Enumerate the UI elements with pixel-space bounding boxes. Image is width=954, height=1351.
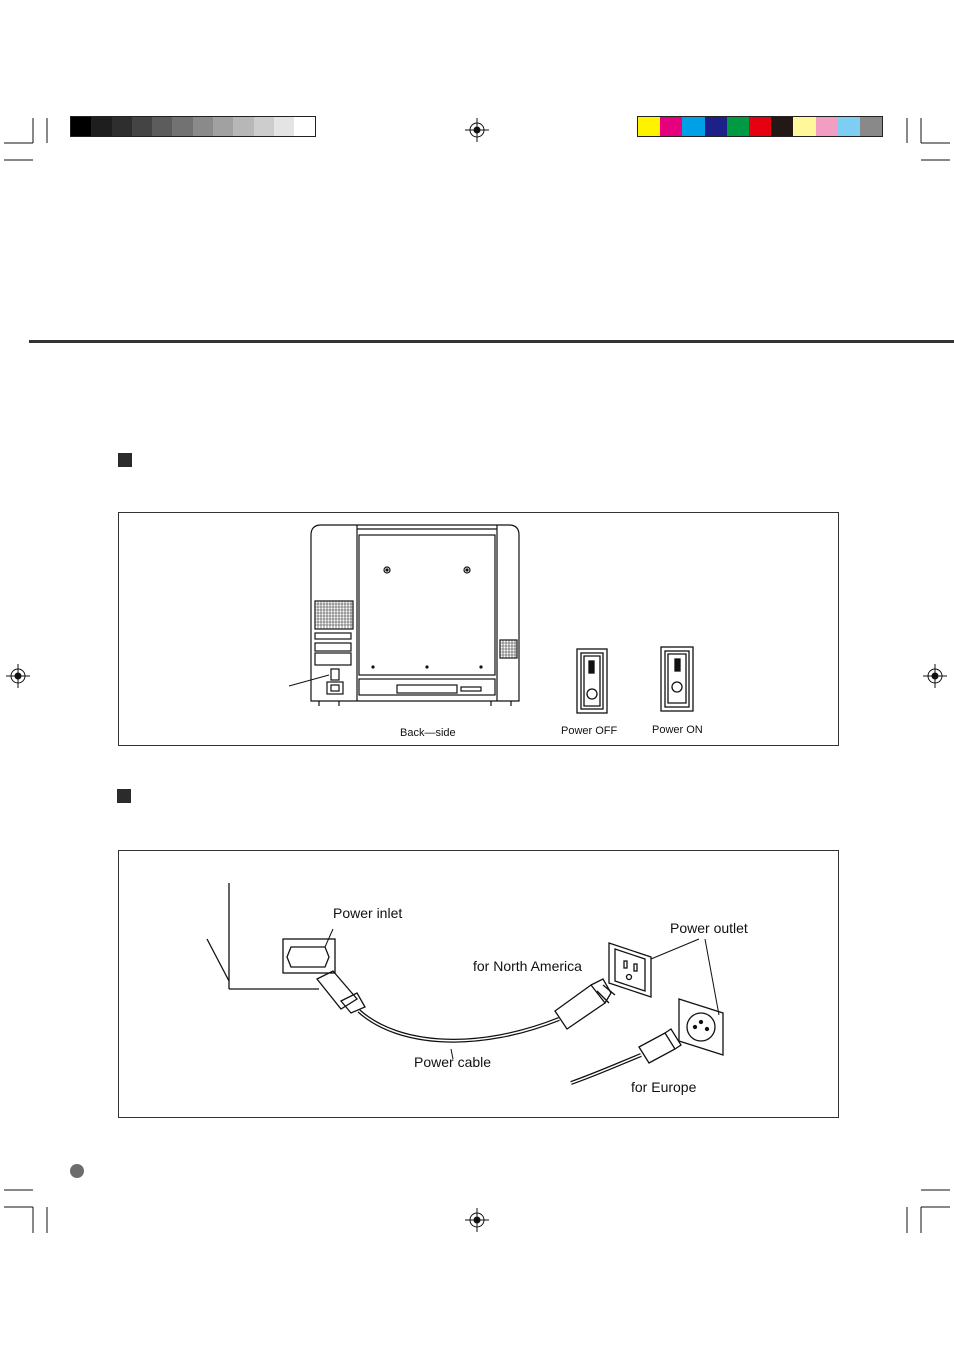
swatch xyxy=(273,117,295,136)
swatch xyxy=(213,117,234,136)
swatch xyxy=(152,117,173,136)
figure-power-connection: Power inlet Power outlet for North Ameri… xyxy=(118,850,839,1118)
swatch xyxy=(748,117,772,136)
page-marker-dot xyxy=(70,1164,84,1178)
swatch xyxy=(815,117,838,136)
registration-target-icon xyxy=(465,1208,489,1232)
swatch xyxy=(172,117,193,136)
swatch xyxy=(638,117,661,136)
swatch xyxy=(793,117,816,136)
registration-target-icon xyxy=(465,118,489,142)
caption-back-side: Back—side xyxy=(400,727,456,739)
swatch xyxy=(192,117,214,136)
swatch xyxy=(253,117,274,136)
label-europe: for Europe xyxy=(631,1079,697,1095)
registration-target-icon xyxy=(923,664,947,688)
label-power-inlet: Power inlet xyxy=(333,905,403,921)
swatch xyxy=(837,117,860,136)
swatch xyxy=(71,117,92,136)
swatch xyxy=(131,117,153,136)
color-bar xyxy=(637,116,884,137)
swatch xyxy=(682,117,705,136)
scanner-rear-illustration xyxy=(288,524,694,714)
swatch xyxy=(294,117,315,136)
swatch xyxy=(111,117,132,136)
caption-power-off: Power OFF xyxy=(561,725,618,737)
caption-power-on: Power ON xyxy=(652,724,703,736)
swatch xyxy=(704,117,727,136)
label-power-outlet: Power outlet xyxy=(670,920,748,936)
swatch xyxy=(660,117,683,136)
swatch xyxy=(771,117,794,136)
section-bullet xyxy=(117,789,131,803)
label-power-cable: Power cable xyxy=(414,1054,492,1070)
swatch xyxy=(233,117,254,136)
figure-rear-side: Back—side Power OFF Power ON xyxy=(118,512,839,746)
swatch xyxy=(726,117,749,136)
swatch xyxy=(91,117,112,136)
power-cable-illustration xyxy=(206,883,724,1085)
header-rule xyxy=(29,340,954,343)
registration-target-icon xyxy=(6,664,30,688)
gray-scale-bar xyxy=(70,116,316,137)
section-bullet xyxy=(118,453,132,467)
label-north-america: for North America xyxy=(473,958,582,974)
swatch xyxy=(859,117,883,136)
